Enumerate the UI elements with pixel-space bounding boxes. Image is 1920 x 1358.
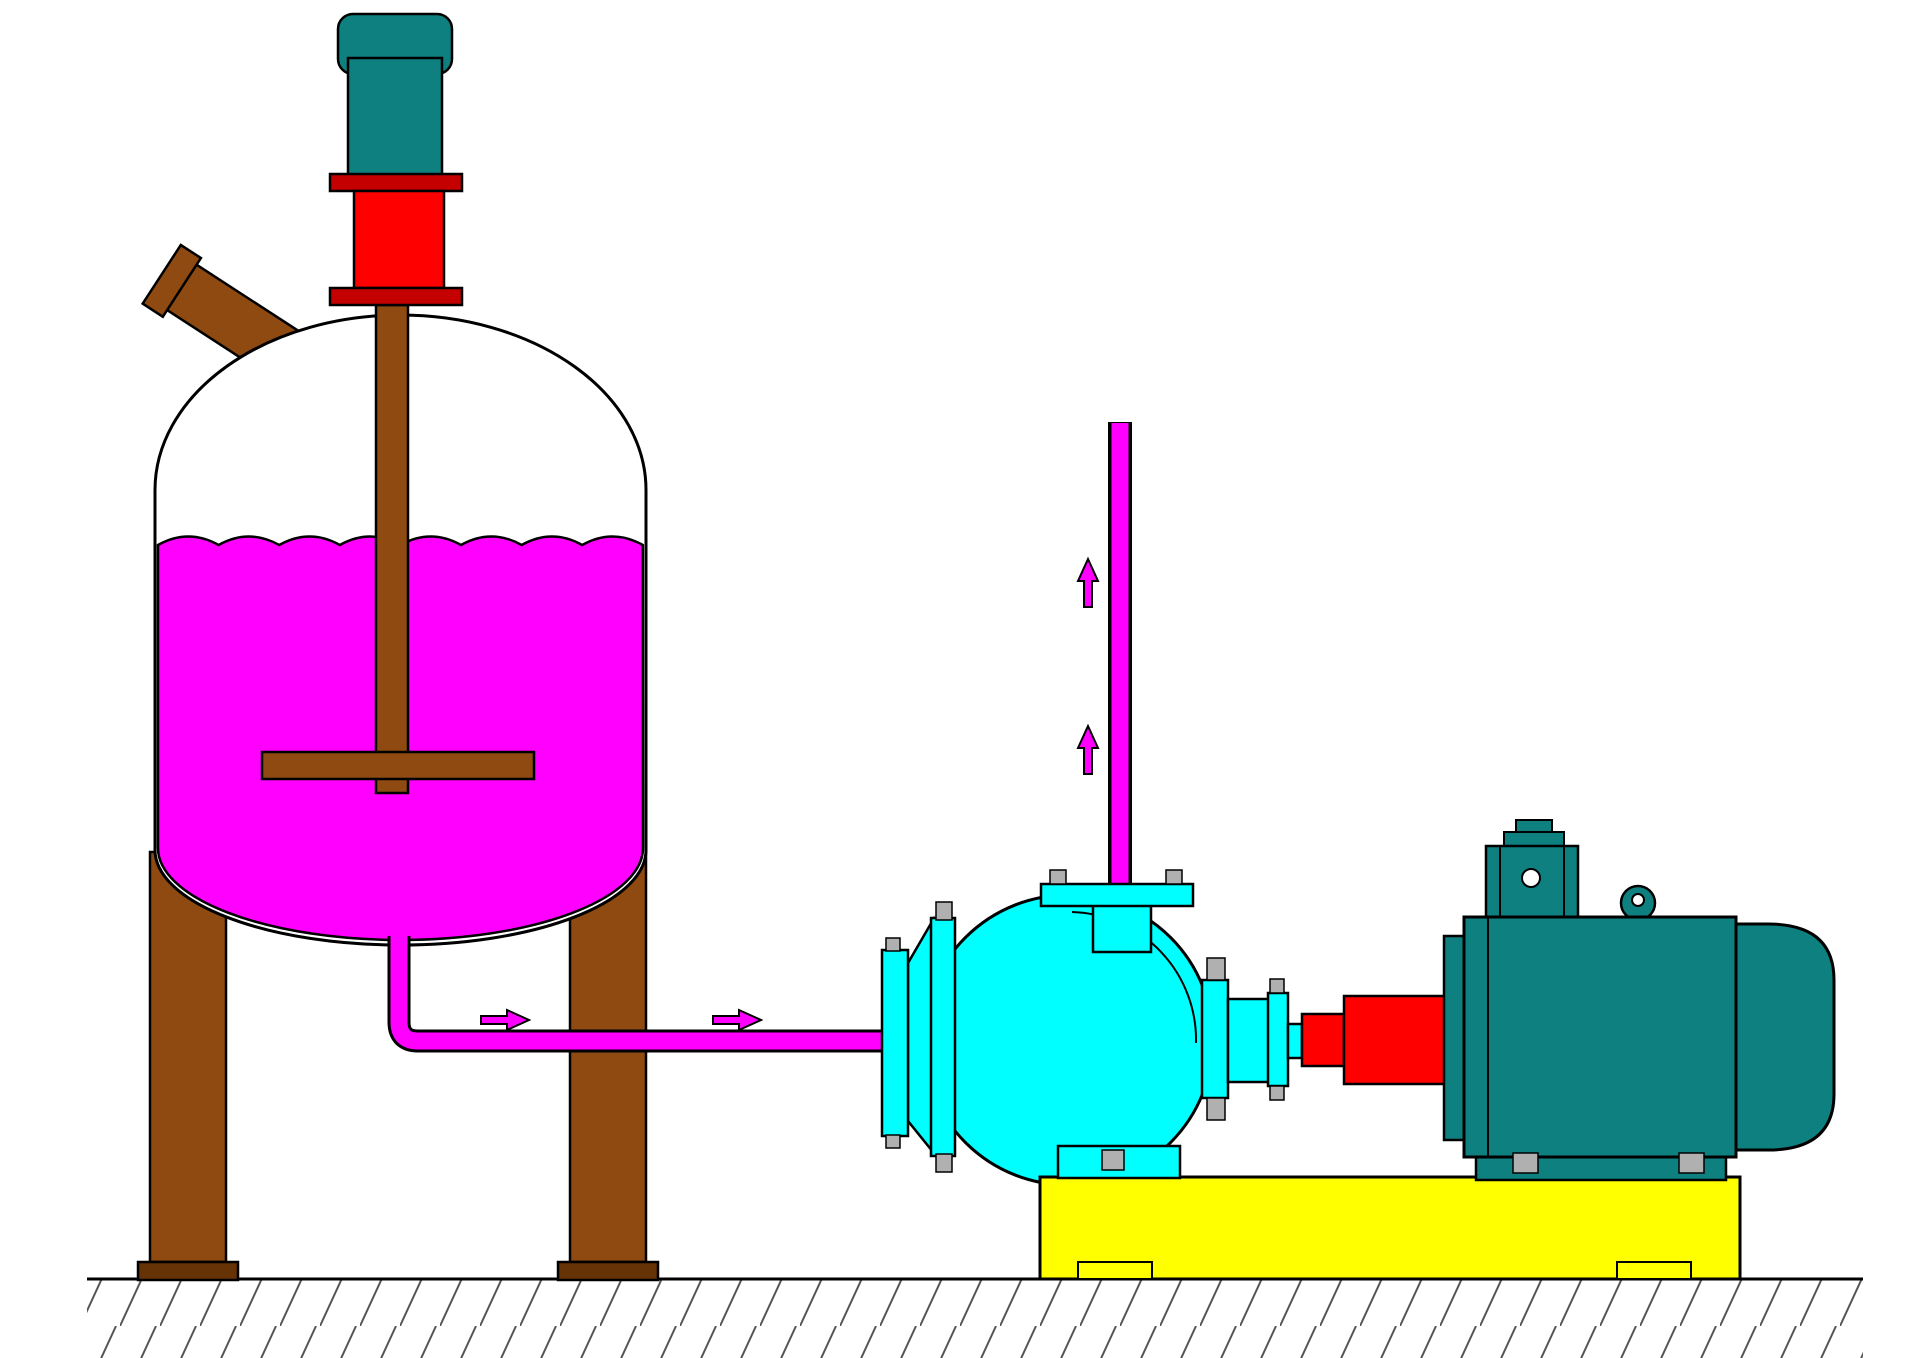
coupling-spacer <box>1300 1012 1346 1068</box>
pump-bearing-end-flange <box>1266 991 1290 1088</box>
joint-flange-bolt-top <box>935 901 953 921</box>
agitator-flange-top <box>328 172 464 193</box>
suction-flange-bolt-top <box>885 937 901 952</box>
suction-piping <box>387 936 886 1053</box>
end-flange-bolt-top <box>1269 978 1285 994</box>
pump-casing-joint-flange <box>929 916 957 1158</box>
agitator-impeller <box>260 750 536 781</box>
electric-motor <box>1442 819 1836 1182</box>
pump-discharge-flange <box>1039 882 1195 908</box>
agitator-flange-bottom <box>328 286 464 307</box>
joint-flange-bolt-bottom <box>935 1153 953 1173</box>
ground <box>87 1277 1863 1358</box>
pump-support <box>1056 1144 1182 1180</box>
tank-foot-right <box>556 1260 660 1282</box>
bearing-flange-bolt-top <box>1206 957 1226 981</box>
tank-leg-left <box>148 850 228 1264</box>
pump-shaft <box>1286 1022 1304 1060</box>
motor-end-cap <box>1722 922 1836 1152</box>
pump-bearing-housing <box>1226 997 1272 1084</box>
tank-foot-left <box>136 1260 240 1282</box>
baseplate-notch-left <box>1077 1261 1153 1280</box>
agitator-coupling-column <box>352 189 446 290</box>
motor-eye-hole <box>1631 893 1645 907</box>
pump-discharge-neck <box>1091 898 1153 954</box>
discharge-flange-bolt-left <box>1049 869 1067 885</box>
flow-arrow-right-1 <box>480 1008 532 1032</box>
shaft-coupling <box>1300 994 1450 1086</box>
pump-suction-flange <box>880 948 910 1138</box>
bearing-flange-bolt-bottom <box>1206 1097 1226 1121</box>
baseplate <box>1038 1175 1742 1281</box>
motor-body <box>1462 915 1738 1159</box>
baseplate-notch-right <box>1616 1261 1692 1280</box>
mixing-tank <box>136 12 660 1282</box>
motor-foot-bolt-left <box>1512 1152 1539 1174</box>
flow-arrow-up-2 <box>1076 723 1100 775</box>
coupling-hub <box>1342 994 1450 1086</box>
end-flange-bolt-bottom <box>1269 1085 1285 1101</box>
ground-hatch <box>87 1280 1863 1358</box>
pump-foot-bolt <box>1101 1149 1125 1171</box>
suction-flange-bolt-bottom <box>885 1134 901 1149</box>
pump-bearing-flange <box>1200 978 1230 1100</box>
agitator-motor-body <box>346 56 444 178</box>
discharge-flange-bolt-right <box>1165 869 1183 885</box>
centrifugal-pump <box>880 422 1304 1187</box>
pump-casing <box>921 893 1215 1187</box>
pump-suction-cone <box>906 915 935 1156</box>
motor-foot-bolt-right <box>1678 1152 1705 1174</box>
flow-arrow-right-2 <box>712 1008 764 1032</box>
suction-pipe <box>390 936 886 1050</box>
agitator-shaft <box>374 303 410 795</box>
flow-arrow-up-1 <box>1076 556 1100 608</box>
inlet-nozzle-flange <box>140 243 203 319</box>
motor-terminal-bolt <box>1521 868 1541 888</box>
